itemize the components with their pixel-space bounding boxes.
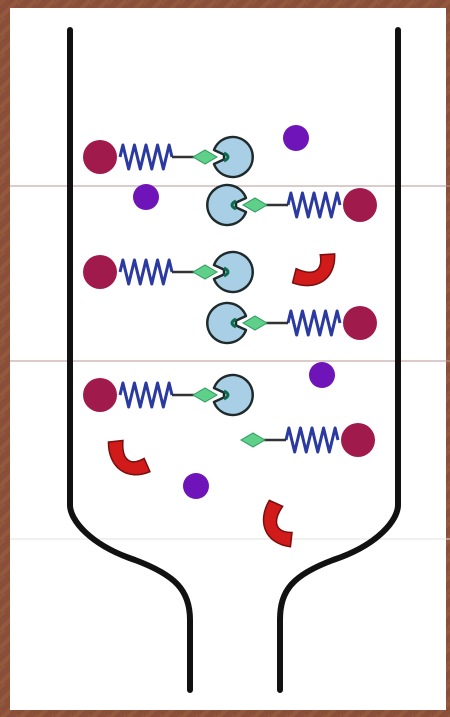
bead-icon [343,306,377,340]
small-molecule-icon [283,125,309,151]
small-molecule-icon [133,184,159,210]
white-panel [10,8,446,710]
small-molecule-icon [183,473,209,499]
bead-icon [83,140,117,174]
bead-icon [83,378,117,412]
small-molecule-icon [309,362,335,388]
bead-icon [343,188,377,222]
bead-icon [83,255,117,289]
bead-icon [341,423,375,457]
